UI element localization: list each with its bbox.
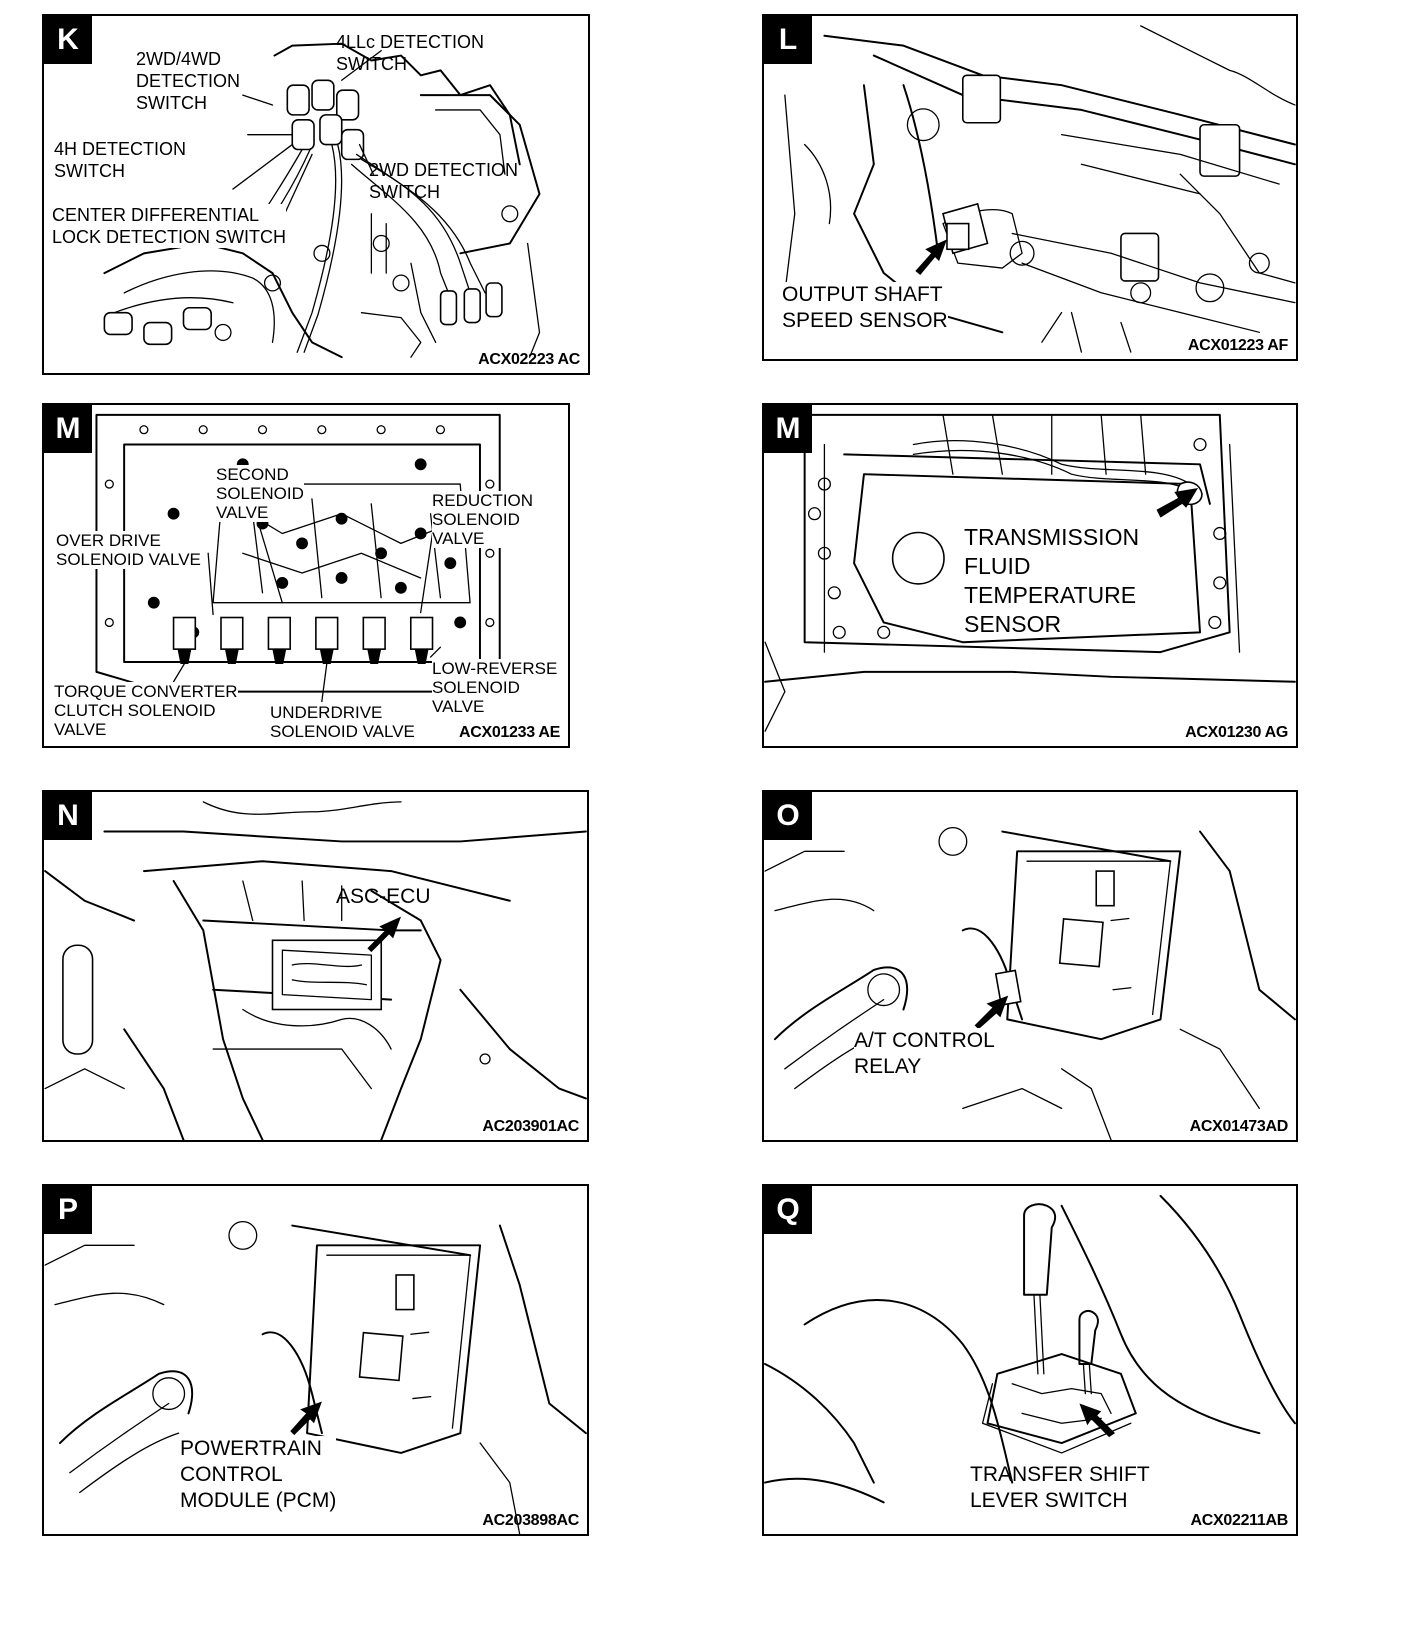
label-asc-ecu: ASC-ECU xyxy=(336,885,431,908)
panel-m-fluid-temp-illustration xyxy=(764,413,1296,732)
panel-o: O A/T CONTROL RELAY ACX01473AD xyxy=(762,790,1298,1142)
panel-o-illustration xyxy=(764,826,1296,1140)
panel-letter: P xyxy=(44,1186,92,1234)
figure-code: ACX02223 AC xyxy=(478,351,580,368)
panel-letter: N xyxy=(44,792,92,840)
panel-m-fluid-temp: M TRANSMISSION FLUID TEMPERATURE SENSOR … xyxy=(762,403,1298,748)
panel-q-illustration xyxy=(764,1194,1296,1504)
figure-code: ACX01473AD xyxy=(1189,1118,1289,1135)
label-center-differential-lock-detection-switch: CENTER DIFFERENTIAL LOCK DETECTION SWITC… xyxy=(52,204,287,248)
label-transmission-fluid-temperature-sensor: TRANSMISSION FLUID TEMPERATURE SENSOR xyxy=(964,524,1140,637)
panel-letter: M xyxy=(764,405,812,453)
label-second-solenoid-valve: SECOND SOLENOID VALVE xyxy=(216,465,304,522)
figure-code: ACX01230 AG xyxy=(1185,724,1288,741)
panel-k: K 2WD/4WD DETECTI xyxy=(42,14,590,375)
label-over-drive-solenoid-valve: OVER DRIVE SOLENOID VALVE xyxy=(56,531,201,569)
panel-letter: Q xyxy=(764,1186,812,1234)
figure-code: AC203898AC xyxy=(482,1512,579,1529)
figure-code: AC203901AC xyxy=(482,1118,579,1135)
label-low-reverse-solenoid-valve: LOW-REVERSE SOLENOID VALVE xyxy=(432,659,558,716)
label-transfer-shift-lever-switch: TRANSFER SHIFT LEVER SWITCH xyxy=(970,1463,1150,1512)
figure-code: ACX02211AB xyxy=(1190,1512,1288,1529)
panel-letter: M xyxy=(44,405,92,453)
panel-letter: L xyxy=(764,16,812,64)
label-4llc-detection-switch: 4LLc DETECTION SWITCH xyxy=(336,32,485,74)
figure-code: ACX01233 AE xyxy=(458,724,560,741)
label-4h-detection-switch: 4H DETECTION SWITCH xyxy=(54,139,187,181)
panel-p-illustration xyxy=(44,1220,587,1534)
figure-code: ACX01223 AF xyxy=(1187,337,1288,354)
panel-l: L OUTPUT SHAFT SPEED SENSOR ACX01223 AF xyxy=(762,14,1298,361)
label-2wd-detection-switch: 2WD DETECTION SWITCH xyxy=(369,160,519,202)
label-at-control-relay: A/T CONTROL RELAY xyxy=(854,1028,995,1080)
panel-letter: O xyxy=(764,792,812,840)
label-underdrive-solenoid-valve: UNDERDRIVE SOLENOID VALVE xyxy=(270,703,415,741)
label-reduction-solenoid-valve: REDUCTION SOLENOID VALVE xyxy=(432,491,534,548)
panel-m-solenoids: M SECOND SOLENOID VALVE REDUCTION SOLENO… xyxy=(42,403,570,748)
panel-q: Q TRANSFER SHIFT LEVER SWITCH ACX02211AB xyxy=(762,1184,1298,1536)
panel-p: P POWERTRAIN CONTROL MODULE (PCM) AC2038… xyxy=(42,1184,589,1536)
label-powertrain-control-module: POWERTRAIN CONTROL MODULE (PCM) xyxy=(180,1436,337,1514)
label-torque-converter-clutch-solenoid-valve: TORQUE CONVERTER CLUTCH SOLENOID VALVE xyxy=(54,682,238,739)
panel-n: N ASC-ECU AC203901AC xyxy=(42,790,589,1142)
label-output-shaft-speed-sensor: OUTPUT SHAFT SPEED SENSOR xyxy=(782,282,948,334)
panel-n-illustration xyxy=(44,801,587,1140)
panel-letter: K xyxy=(44,16,92,64)
label-2wd4wd-detection-switch: 2WD/4WD DETECTION SWITCH xyxy=(136,49,241,113)
